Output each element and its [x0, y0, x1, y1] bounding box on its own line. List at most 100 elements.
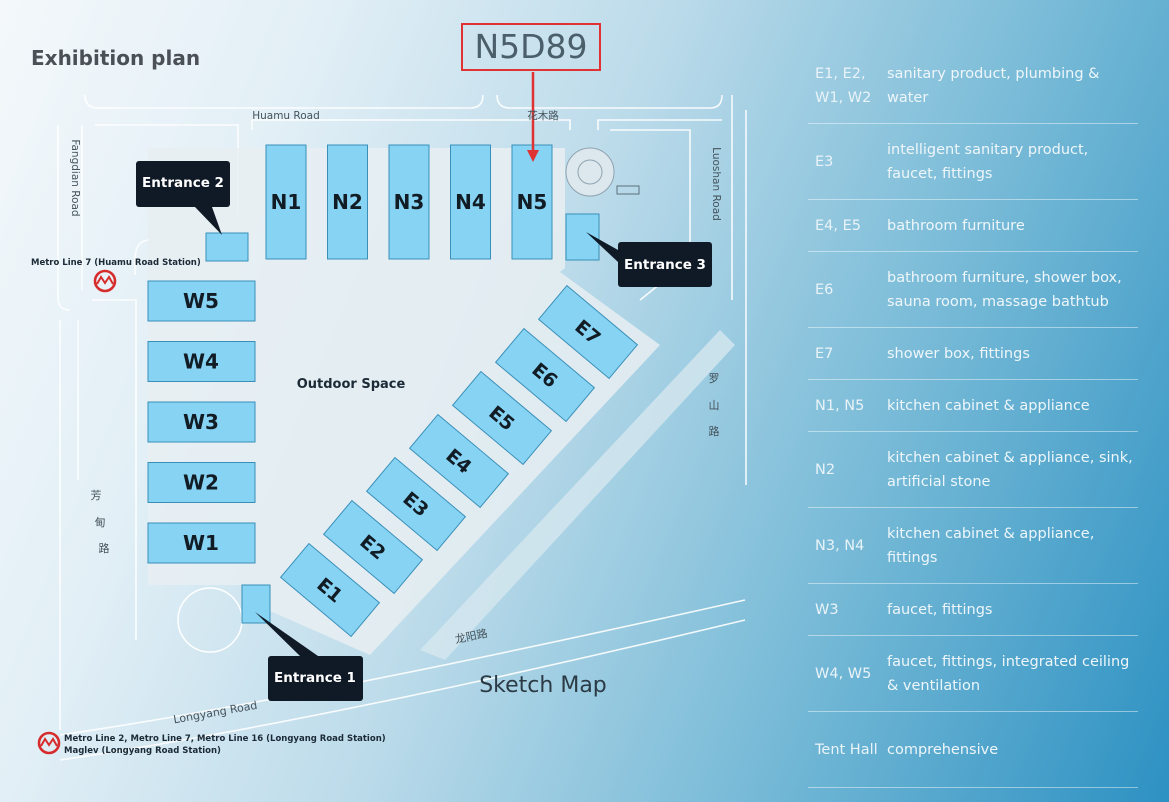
road-longyang: Longyang Road — [172, 699, 258, 727]
legend-row: E6 bathroom furniture, shower box, sauna … — [808, 252, 1138, 328]
hall-label-w3: W3 — [183, 410, 219, 434]
legend-description: intelligent sanitary product, faucet, fi… — [887, 141, 1089, 182]
page-title: Exhibition plan — [31, 46, 201, 70]
hall-e4[interactable]: E4 — [408, 413, 510, 509]
stairs — [616, 185, 640, 195]
metro-icon-top — [93, 269, 117, 293]
hall-w4[interactable]: W4 — [147, 341, 256, 382]
entrance-2-callout: Entrance 2 — [136, 161, 230, 235]
legend-key: E6 — [815, 281, 834, 298]
hall-w1[interactable]: W1 — [147, 522, 256, 564]
north-halls: N1 N2 N3 N4 N5 — [265, 144, 553, 260]
legend-row: W3 faucet, fittings — [808, 584, 1138, 636]
hall-e6[interactable]: E6 — [494, 327, 596, 423]
legend-key: W3 — [815, 601, 839, 618]
hall-e7[interactable]: E7 — [537, 284, 639, 380]
round-plaza — [177, 587, 243, 653]
hall-n4[interactable]: N4 — [450, 144, 491, 260]
hall-e5[interactable]: E5 — [451, 370, 553, 466]
legend-key: N1, N5 — [815, 397, 865, 414]
entrance-3-callout: Entrance 3 — [586, 232, 712, 287]
hall-n5[interactable]: N5 — [511, 144, 553, 260]
legend-row: N3, N4 kitchen cabinet & appliance, fitti… — [808, 508, 1138, 584]
entrance-1-callout: Entrance 1 — [255, 612, 363, 701]
legend-description: faucet, fittings — [887, 601, 993, 618]
road-luoshan: Luoshan Road — [710, 147, 722, 221]
road-huamu: Huamu Road — [252, 110, 320, 122]
road-fangdian-cn-2: 甸 — [95, 516, 106, 529]
legend-key: N3, N4 — [815, 537, 865, 554]
legend-description: shower box, fittings — [887, 345, 1030, 362]
legend-key: W4, W5 — [815, 665, 872, 682]
legend-key: E4, E5 — [815, 217, 861, 234]
sketch-map-label: Sketch Map — [479, 673, 607, 698]
hall-label-n4: N4 — [455, 190, 486, 214]
entrance-2-label: Entrance 2 — [142, 175, 224, 191]
road-outlines — [57, 94, 747, 761]
legend-description: comprehensive — [887, 741, 999, 758]
road-luoshan-cn-3: 路 — [709, 425, 720, 438]
hall-label-n5: N5 — [517, 190, 548, 214]
booth-highlight: N5D89 — [461, 23, 601, 71]
hall-e3[interactable]: E3 — [365, 456, 467, 552]
highlight-arrow — [527, 72, 539, 162]
legend-row: E7 shower box, fittings — [808, 328, 1138, 380]
hall-label-w2: W2 — [183, 471, 219, 495]
metro-icon-bottom — [37, 731, 61, 755]
legend-key: N2 — [815, 461, 836, 478]
legend-key: E1, E2, W1, W2 — [815, 65, 872, 106]
hall-label-n1: N1 — [271, 190, 302, 214]
hall-w3[interactable]: W3 — [147, 401, 256, 443]
hall-n3[interactable]: N3 — [388, 144, 430, 260]
legend-key: Tent Hall — [815, 741, 878, 758]
hall-w2[interactable]: W2 — [147, 462, 256, 503]
legend-key: E7 — [815, 345, 834, 362]
road-fangdian: Fangdian Road — [69, 139, 81, 216]
road-luoshan-cn-2: 山 — [709, 399, 720, 412]
entrance-1-label: Entrance 1 — [274, 670, 356, 686]
entrance-3-label: Entrance 3 — [624, 257, 706, 273]
hall-label-n2: N2 — [332, 190, 363, 214]
hall-w5[interactable]: W5 — [147, 280, 256, 322]
round-building — [565, 147, 615, 197]
road-fangdian-cn-1: 芳 — [91, 488, 102, 502]
diagonal-walkway — [420, 330, 735, 660]
hall-label-w1: W1 — [183, 531, 219, 555]
legend-row: W4, W5 faucet, fittings, integrated ceili… — [808, 636, 1138, 712]
legend-description: kitchen cabinet & appliance, fittings — [887, 525, 1095, 566]
legend-row: E4, E5 bathroom furniture — [808, 200, 1138, 252]
hall-e1[interactable]: E1 — [279, 542, 381, 638]
outdoor-space-label: Outdoor Space — [297, 377, 406, 392]
round-building-inner — [577, 159, 603, 185]
legend-row: N2 kitchen cabinet & appliance, sink, art… — [808, 432, 1138, 508]
metro-bottom-label-1: Metro Line 2, Metro Line 7, Metro Line 1… — [64, 734, 386, 744]
entrance-2-box — [205, 232, 249, 262]
site-area — [148, 148, 660, 655]
hall-label-w5: W5 — [183, 289, 219, 313]
road-fangdian-cn-3: 路 — [99, 542, 110, 555]
legend-description: kitchen cabinet & appliance, sink, artif… — [887, 449, 1133, 490]
legend-description: bathroom furniture, shower box, sauna ro… — [887, 269, 1122, 310]
legend-description: kitchen cabinet & appliance — [887, 397, 1090, 414]
road-luoshan-cn-1: 罗 — [709, 372, 720, 385]
hall-n1[interactable]: N1 — [265, 144, 307, 260]
metro-top-label: Metro Line 7 (Huamu Road Station) — [31, 258, 201, 268]
hall-label-n3: N3 — [394, 190, 425, 214]
legend-row: N1, N5 kitchen cabinet & appliance — [808, 380, 1138, 432]
entrance-1-box — [241, 584, 271, 624]
legend-row: E3 intelligent sanitary product, faucet, … — [808, 124, 1138, 200]
metro-bottom-label-2: Maglev (Longyang Road Station) — [64, 746, 221, 756]
legend-description: faucet, fittings, integrated ceiling & v… — [887, 653, 1130, 694]
hall-n2[interactable]: N2 — [327, 144, 368, 260]
legend-row: Tent Hall comprehensive — [808, 712, 1138, 788]
hall-label-w4: W4 — [183, 350, 219, 374]
legend-key: E3 — [815, 153, 834, 170]
legend-description: bathroom furniture — [887, 217, 1025, 234]
hall-e2[interactable]: E2 — [322, 499, 424, 595]
road-huamu-cn: 花木路 — [527, 109, 559, 122]
